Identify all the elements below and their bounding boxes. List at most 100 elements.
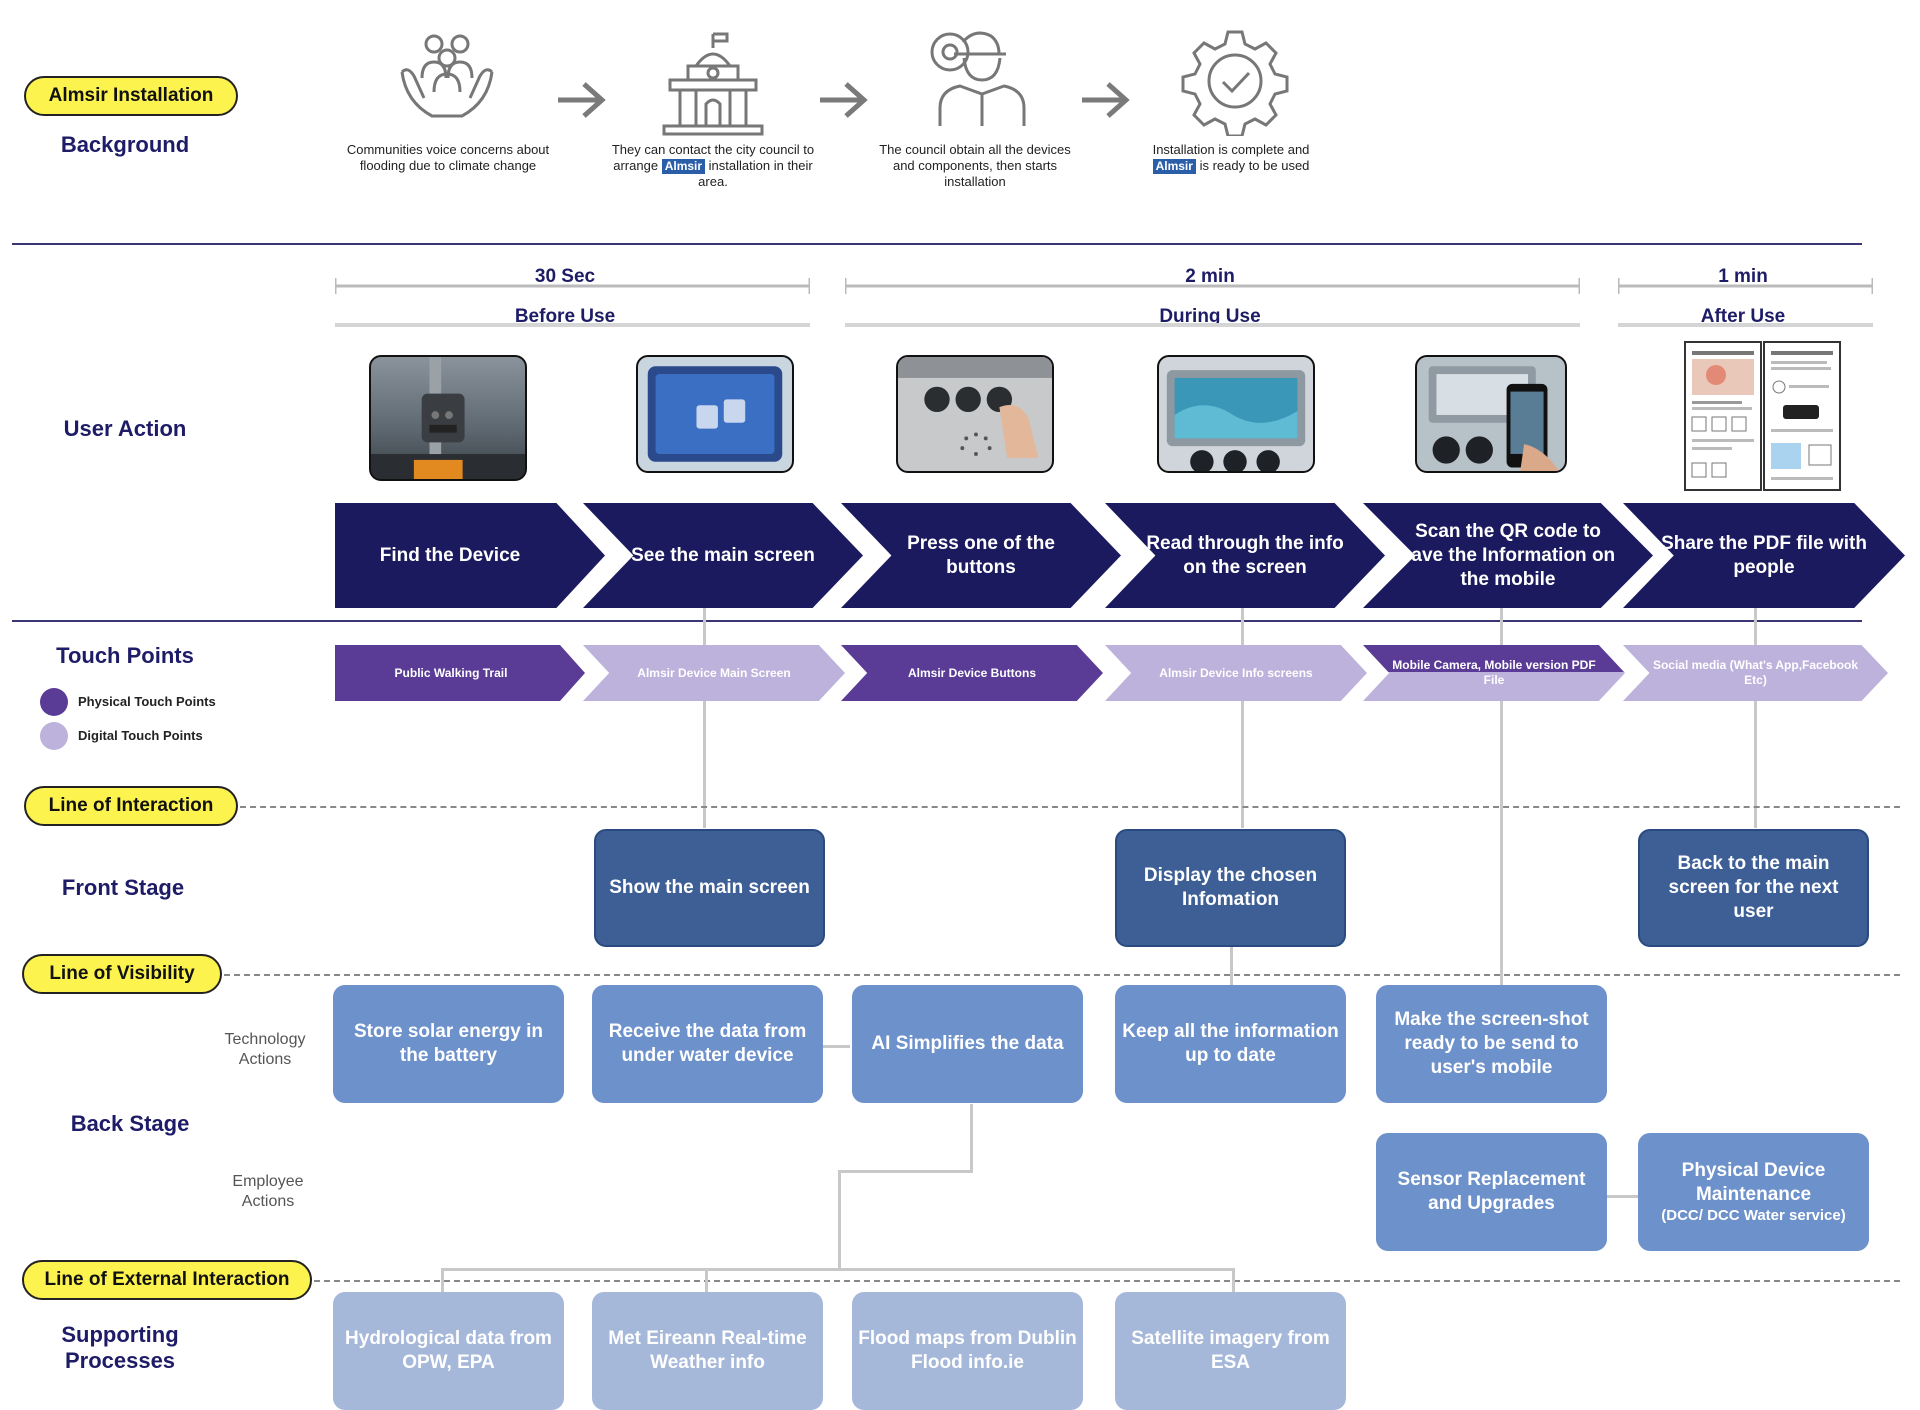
connector-line (703, 606, 706, 828)
touch-point-buttons: Almsir Device Buttons (841, 645, 1103, 701)
qr-scan-illustration (1428, 366, 1559, 471)
connector-line (820, 1045, 850, 1048)
user-action-find-device: Find the Device (335, 503, 605, 608)
support-satellite-imagery: Satellite imagery from ESA (1115, 1292, 1346, 1410)
arrow-right-icon (820, 82, 868, 118)
background-step-3-text: The council obtain all the devices and c… (879, 142, 1071, 189)
device-maintenance-title: Physical Device Maintenance (1681, 1160, 1826, 1205)
buttons-illustration (898, 357, 1052, 458)
background-step-2-text: They can contact the city council to arr… (608, 142, 818, 190)
main-screen-photo (636, 355, 794, 473)
connector-line (705, 1268, 708, 1292)
phase-1-underline (335, 323, 810, 327)
user-action-scan-qr: Scan the QR code to save the Information… (1363, 503, 1653, 608)
main-screen-illustration (647, 366, 783, 462)
phase-2-duration: 2 min (1185, 266, 1235, 287)
user-action-label: User Action (63, 416, 187, 441)
gear-check-icon (1181, 30, 1289, 136)
user-action-share-pdf: Share the PDF file with people (1623, 503, 1905, 608)
tech-keep-info-updated: Keep all the information up to date (1115, 985, 1346, 1103)
connector-line (1241, 606, 1244, 828)
device-on-trail-illustration (371, 357, 525, 479)
background-step-2-text-after: installation in their area. (698, 158, 813, 190)
qr-scan-photo (1415, 355, 1567, 473)
physical-legend-dot (40, 688, 68, 716)
phase-3-bracket (1618, 278, 1873, 294)
almsir-installation-pill: Almsir Installation (24, 76, 238, 116)
digital-legend-dot (40, 722, 68, 750)
arrow-right-icon (558, 82, 606, 118)
employee-device-maintenance: Physical Device Maintenance (DCC/ DCC Wa… (1638, 1133, 1869, 1251)
background-step-1-text: Communities voice concerns about floodin… (346, 142, 550, 173)
connector-line (1232, 1268, 1235, 1292)
phase-1-bracket (335, 278, 810, 294)
user-action-press-button: Press one of the buttons (841, 503, 1121, 608)
tech-store-solar-energy: Store solar energy in the battery (333, 985, 564, 1103)
background-step-2-text-before: They can contact the city council to arr… (611, 142, 815, 173)
back-stage-label: Back Stage (70, 1111, 190, 1136)
touch-point-info-screens: Almsir Device Info screens (1105, 645, 1367, 701)
support-met-eireann: Met Eireann Real-time Weather info (592, 1292, 823, 1410)
pdf-swimmer-safety-page (1763, 341, 1841, 491)
user-action-read-info: Read through the info on the screen (1105, 503, 1385, 608)
device-on-trail-photo (369, 355, 527, 481)
connector-line (970, 1104, 973, 1172)
info-screen-photo (1157, 355, 1315, 473)
arrow-right-icon (1082, 82, 1130, 118)
touch-points-label: Touch Points (56, 643, 194, 668)
user-action-see-main-screen: See the main screen (583, 503, 863, 608)
front-stage-label: Front Stage (61, 875, 185, 900)
tech-screenshot-to-mobile: Make the screen-shot ready to be send to… (1376, 985, 1607, 1103)
almsir-brand-badge: Almsir (661, 159, 706, 175)
connector-line (1754, 606, 1757, 828)
front-show-main-screen: Show the main screen (594, 829, 825, 947)
connector-line (1606, 1195, 1641, 1198)
phase-3-duration: 1 min (1718, 266, 1768, 287)
phase-1-name: Before Use (514, 306, 616, 327)
tech-ai-simplifies: AI Simplifies the data (852, 985, 1083, 1103)
device-maintenance-subtitle: (DCC/ DCC Water service) (1661, 1207, 1846, 1224)
supporting-processes-label: Supporting Processes (61, 1322, 179, 1373)
touch-point-mobile: Mobile Camera, Mobile version PDF File (1363, 645, 1625, 701)
front-back-to-main: Back to the main screen for the next use… (1638, 829, 1869, 947)
connector-line (441, 1268, 444, 1292)
support-hydrological-data: Hydrological data from OPW, EPA (333, 1292, 564, 1410)
buttons-photo (896, 355, 1054, 473)
background-step-4-text: Installation is complete and Almsir is r… (1126, 142, 1336, 175)
connector-line (1230, 940, 1233, 990)
background-step-4-text-after: is ready to be used (1199, 158, 1310, 173)
technology-actions-label: Technology Actions (224, 1031, 306, 1068)
line-of-interaction (240, 806, 1900, 808)
employee-sensor-replacement: Sensor Replacement and Upgrades (1376, 1133, 1607, 1251)
connector-line (1500, 606, 1503, 986)
background-step-4-text-before: Installation is complete and (1152, 142, 1310, 157)
connector-line (838, 1170, 841, 1270)
phase-3-underline (1618, 323, 1873, 327)
worker-gear-icon (930, 31, 1026, 126)
phase-3-name: After Use (1700, 306, 1786, 327)
line-of-interaction-pill: Line of Interaction (24, 786, 238, 826)
phase-2-name: During Use (1159, 306, 1261, 327)
info-screen-illustration (1166, 370, 1306, 471)
pdf-page-illustration (1691, 351, 1754, 478)
city-hall-icon (662, 32, 764, 136)
phase-1-duration: 30 Sec (534, 266, 596, 287)
community-hands-icon (400, 34, 494, 118)
pdf-page-illustration (1771, 351, 1833, 480)
tech-receive-data: Receive the data from under water device (592, 985, 823, 1103)
connector-line (838, 1170, 973, 1173)
support-flood-maps: Flood maps from Dublin Flood info.ie (852, 1292, 1083, 1410)
almsir-brand-badge: Almsir (1152, 159, 1196, 175)
touch-point-main-screen: Almsir Device Main Screen (583, 645, 845, 701)
phase-2-bracket (845, 278, 1580, 294)
section-divider (12, 243, 1862, 245)
section-divider (12, 620, 1862, 622)
front-display-info: Display the chosen Infomation (1115, 829, 1346, 947)
digital-legend-label: Digital Touch Points (78, 728, 203, 743)
touch-point-social-media: Social media (What's App,Facebook Etc) (1623, 645, 1888, 701)
employee-actions-label: Employee Actions (232, 1173, 304, 1210)
line-of-external-interaction (314, 1280, 1900, 1282)
pdf-flood-preparation-page (1684, 341, 1762, 491)
touch-point-walking-trail: Public Walking Trail (335, 645, 585, 701)
